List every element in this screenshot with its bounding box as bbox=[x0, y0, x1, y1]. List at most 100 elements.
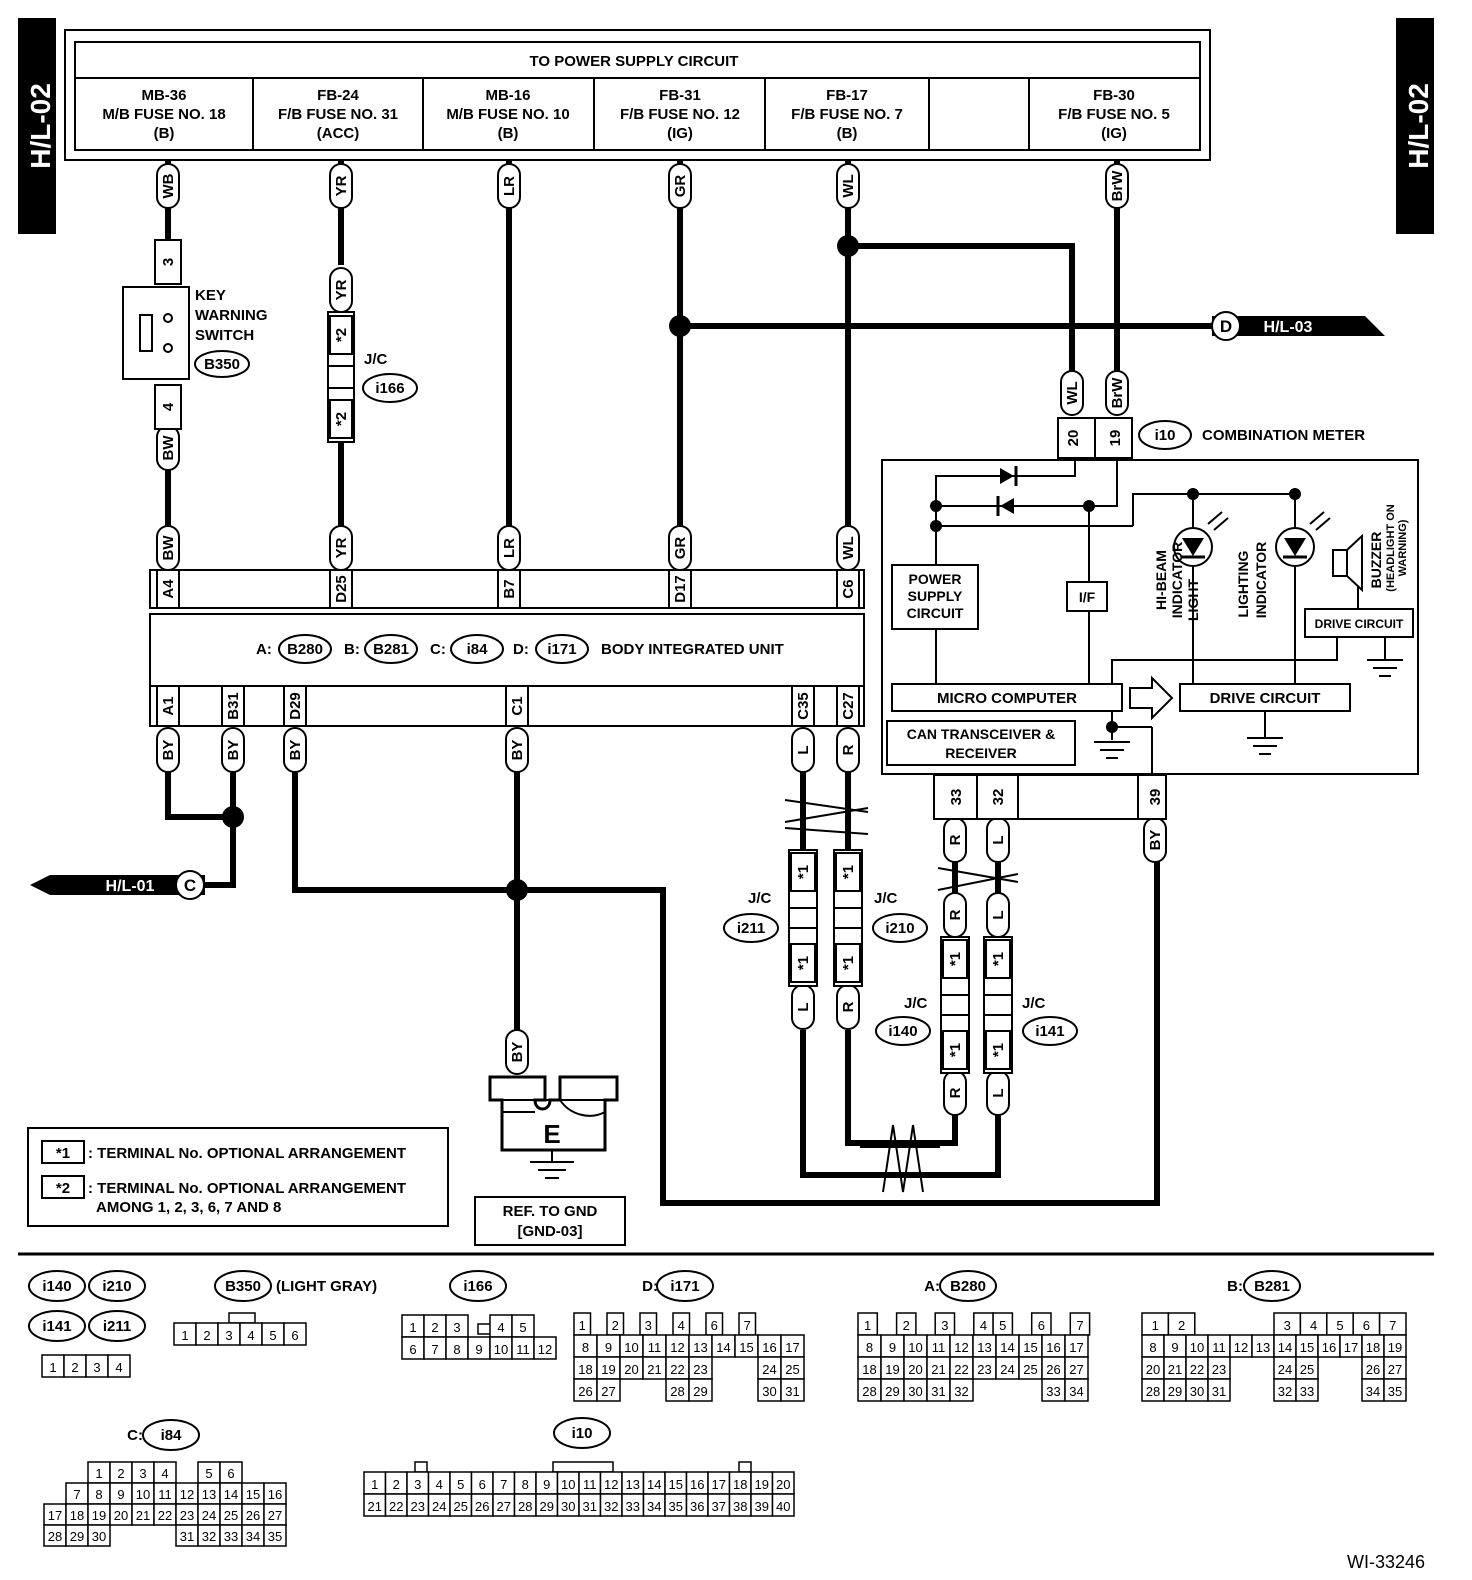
pin-cell: 30 bbox=[908, 1384, 922, 1399]
pin-cell: 31 bbox=[785, 1384, 799, 1399]
fuse-mode: (B) bbox=[498, 125, 519, 142]
pin-cell: 4 bbox=[497, 1320, 504, 1335]
pin-cell: 20 bbox=[1146, 1362, 1160, 1377]
wire-label-gr-top-text: GR bbox=[672, 175, 689, 198]
pin-cell: 26 bbox=[246, 1508, 260, 1523]
pin-cell: 31 bbox=[180, 1529, 194, 1544]
pin-cell: 4 bbox=[1310, 1318, 1317, 1333]
pin-cell: 5 bbox=[457, 1477, 464, 1492]
pin-cell: 19 bbox=[601, 1362, 615, 1377]
conn-label-i141-oval bbox=[28, 1310, 86, 1342]
wire-label-r-33-text: R bbox=[947, 834, 964, 845]
jc-i211-body-star-top: *1 bbox=[795, 865, 812, 879]
pin-cell: 24 bbox=[1000, 1362, 1014, 1377]
pin-cell: 8 bbox=[95, 1487, 102, 1502]
pin-cell: 27 bbox=[497, 1499, 511, 1514]
pin-cell: 2 bbox=[1178, 1318, 1185, 1333]
fuse-code: MB-16 bbox=[485, 87, 530, 104]
legend-key-2: *2 bbox=[56, 1180, 70, 1197]
wire-label-yr-jc-text: YR bbox=[333, 279, 350, 300]
pin-cell: 32 bbox=[202, 1529, 216, 1544]
pin-cell: 30 bbox=[92, 1529, 106, 1544]
i211-connector: i211 bbox=[737, 920, 765, 937]
left-page-tag: H/L-02 bbox=[18, 18, 56, 234]
pin-cell: 6 bbox=[409, 1342, 416, 1357]
pin-cell: 6 bbox=[1038, 1318, 1045, 1333]
pin-cell: 15 bbox=[739, 1340, 753, 1355]
pin-cell: 21 bbox=[931, 1362, 945, 1377]
pin-cell: 26 bbox=[475, 1499, 489, 1514]
pin-cell: 5 bbox=[269, 1328, 276, 1343]
fuse-name: M/B FUSE NO. 18 bbox=[102, 106, 225, 123]
power-supply-block: TO POWER SUPPLY CIRCUIT MB-36M/B FUSE NO… bbox=[64, 29, 1211, 161]
conn-label-i211-oval bbox=[88, 1310, 146, 1342]
pin-cell: 34 bbox=[1366, 1384, 1380, 1399]
jc-i166: *2 *2 J/C i166 bbox=[327, 311, 418, 443]
biu-top-pin: D17 bbox=[672, 575, 689, 603]
i166-star2-top: *2 bbox=[333, 328, 350, 342]
meter-pin-20: 20 bbox=[1065, 430, 1082, 447]
pin-cell: 14 bbox=[1278, 1340, 1292, 1355]
biu-connector-d: i171 bbox=[547, 641, 576, 658]
biu-label: BODY INTEGRATED UNIT bbox=[601, 641, 784, 658]
meter-hibeam-2: INDICATOR bbox=[1169, 542, 1185, 618]
pin-cell: 8 bbox=[1149, 1340, 1156, 1355]
pin-cell: 38 bbox=[733, 1499, 747, 1514]
wire-label-wl-biu: WL bbox=[836, 525, 860, 571]
pin-cell: 23 bbox=[180, 1508, 194, 1523]
wire-label-wl-biu-text: WL bbox=[840, 536, 857, 559]
meter-micro-computer: MICRO COMPUTER bbox=[937, 690, 1077, 707]
key-switch-label-1: KEY bbox=[195, 287, 226, 304]
meter-hibeam-3: LIGHT bbox=[1185, 579, 1201, 621]
jc-i211-body-star-bottom: *1 bbox=[795, 956, 812, 970]
pin-cell: 16 bbox=[690, 1477, 704, 1492]
pin-cell: 33 bbox=[626, 1499, 640, 1514]
fuse-mode: (ACC) bbox=[317, 125, 360, 142]
pin-cell: 28 bbox=[1146, 1384, 1160, 1399]
pin-cell: 17 bbox=[1069, 1340, 1083, 1355]
pin-cell: 16 bbox=[1046, 1340, 1060, 1355]
pin-cell: 7 bbox=[1389, 1318, 1396, 1333]
pin-cell: 11 bbox=[1212, 1340, 1226, 1355]
wire-label-by-b31: BY bbox=[221, 727, 245, 773]
pin-cell: 2 bbox=[903, 1318, 910, 1333]
wire-label-r-c27-text: R bbox=[840, 744, 857, 755]
pin-cell: 3 bbox=[225, 1328, 232, 1343]
meter-pin-39: 39 bbox=[1147, 789, 1164, 806]
pin-cell: 18 bbox=[578, 1362, 592, 1377]
jc-labels: J/C i211 J/C i210 J/C i140 J/C i141 bbox=[723, 890, 1078, 1046]
pin-cell: 19 bbox=[885, 1362, 899, 1377]
pin-cell: 4 bbox=[678, 1318, 685, 1333]
wire-label-by-a1-text: BY bbox=[160, 740, 177, 761]
pin-cell: 12 bbox=[180, 1487, 194, 1502]
i166-connector: i166 bbox=[375, 380, 404, 397]
wire-label-bw-biu: BW bbox=[156, 525, 180, 571]
pin-cell: 24 bbox=[762, 1362, 776, 1377]
wire-label-by-d29-text: BY bbox=[287, 740, 304, 761]
pin-cell: 34 bbox=[1069, 1384, 1083, 1399]
pin-cell: 9 bbox=[1171, 1340, 1178, 1355]
pin-cell: 8 bbox=[522, 1477, 529, 1492]
fuse-mode: (B) bbox=[837, 125, 858, 142]
wire-label-yr-biu: YR bbox=[329, 525, 353, 571]
biu-top-pin: A4 bbox=[160, 579, 177, 599]
pin-cell: 2 bbox=[431, 1320, 438, 1335]
pin-cell: 11 bbox=[516, 1342, 530, 1357]
wire-label-bw-switch: BW bbox=[156, 425, 180, 471]
i166-jc-label: J/C bbox=[364, 351, 388, 368]
wire-label-brw-top: BrW bbox=[1105, 163, 1129, 209]
i210-connector: i210 bbox=[885, 920, 914, 937]
wire-label-r-33: R bbox=[943, 817, 967, 863]
pin-cell: 11 bbox=[932, 1340, 946, 1355]
pin-cell: 18 bbox=[733, 1477, 747, 1492]
pin-cell: 14 bbox=[647, 1477, 661, 1492]
wire-label-yr-jc: YR bbox=[329, 267, 353, 313]
pin-cell: 33 bbox=[1300, 1384, 1314, 1399]
pin-cell: 6 bbox=[227, 1466, 234, 1481]
pin-cell: 10 bbox=[1190, 1340, 1204, 1355]
